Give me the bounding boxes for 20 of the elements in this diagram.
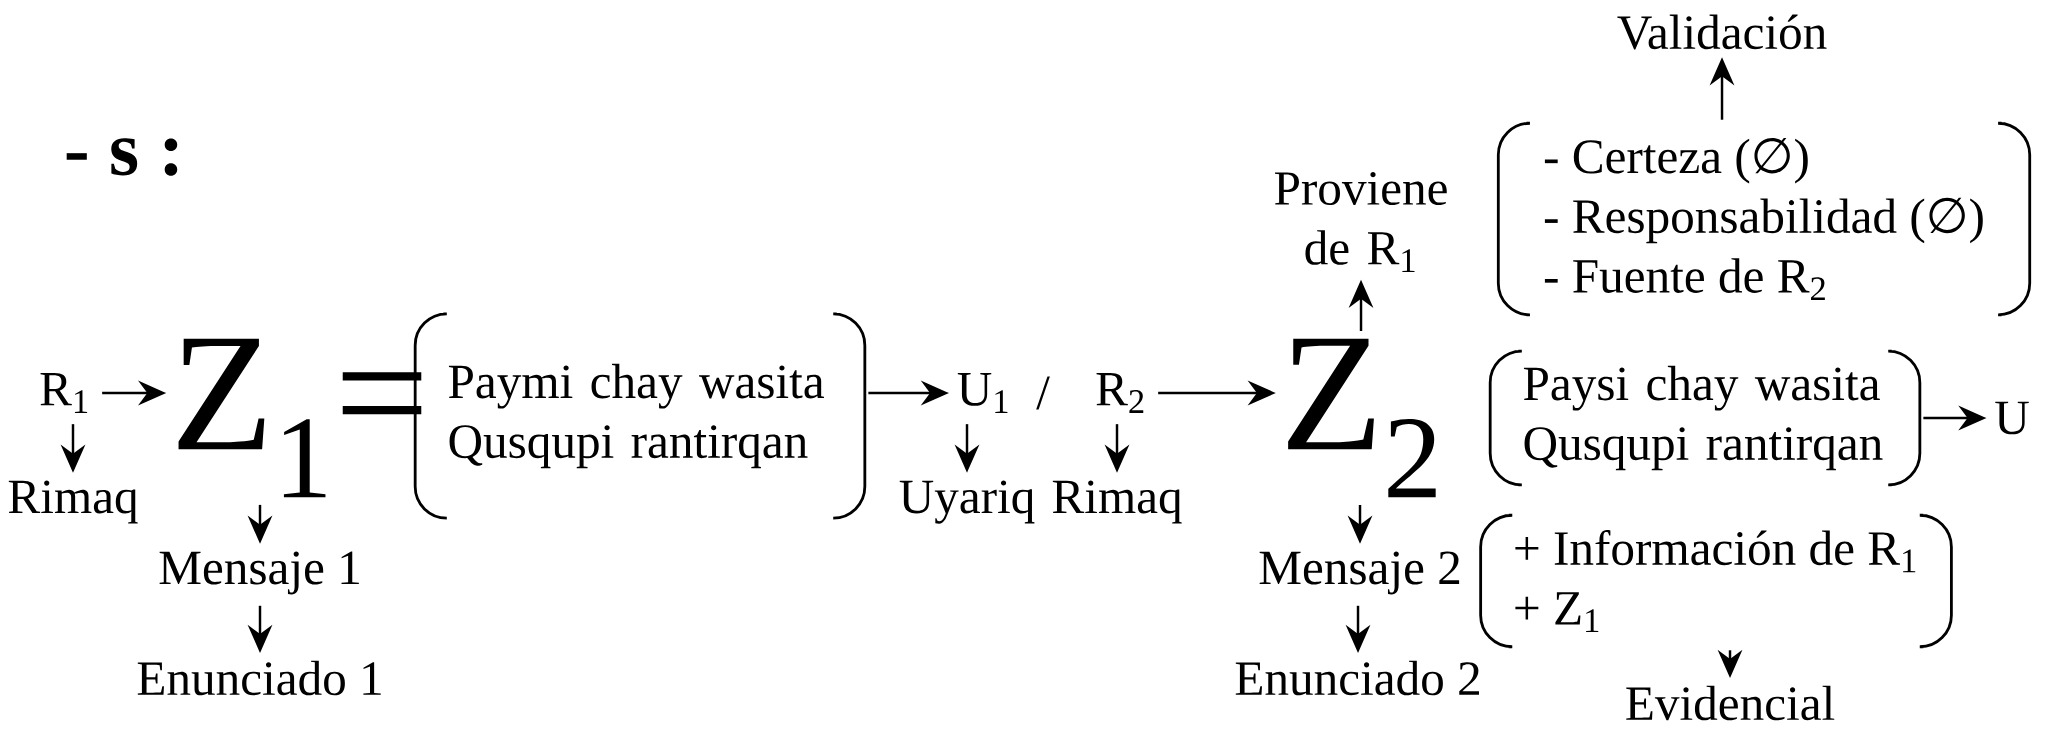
text-label: Mensaje 1 [159, 551, 359, 595]
separator-slash: / [1036, 376, 1050, 410]
text-label: Mensaje 2 [1259, 551, 1460, 595]
text-label: Enunciado 2 [1235, 660, 1479, 696]
text-label: Evidencial [1626, 685, 1835, 721]
text-label: U [1995, 401, 2029, 435]
text-label: Validación [1617, 14, 1827, 50]
text-label: Rimaq [8, 480, 138, 524]
text-label: Proviene de R$_{1}$ [1275, 172, 1447, 272]
bracket-box: - Certeza (∅) - Responsabilidad (∅) - Fuente de R$_{2}$ [1496, 121, 2032, 317]
text-label: R$_{1}$ [40, 373, 88, 413]
bracket-box: Paysi chay wasita Qusqupi rantirqan [1488, 349, 1922, 487]
symbol-label: Z$_{2}$ [1288, 338, 1436, 498]
text-label: Uyariq [899, 480, 1035, 524]
heading: - s : [66, 138, 178, 176]
bracket-box: + Información de R$_{1}$ + Z$_{1}$ [1479, 513, 1953, 649]
text-label: U$_{1}$ [957, 373, 1008, 413]
text-label: R$_{2}$ [1096, 373, 1144, 413]
text-label: Rimaq [1052, 480, 1182, 524]
text-label: Enunciado 1 [137, 660, 381, 696]
